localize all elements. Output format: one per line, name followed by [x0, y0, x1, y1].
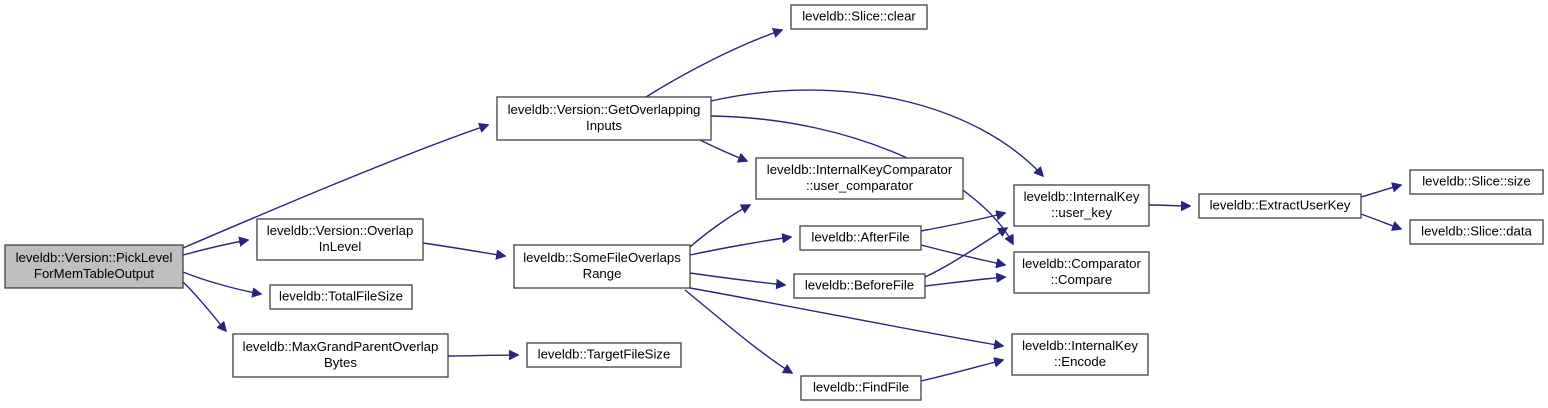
edge-beforeFile-to-internalKeyUserKey — [924, 228, 1007, 278]
node-label-userComparator: leveldb::InternalKeyComparator — [767, 162, 953, 177]
node-label-beforeFile: leveldb::BeforeFile — [805, 277, 914, 292]
edge-beforeFile-to-comparatorCompare — [924, 277, 1005, 287]
edge-overlapInLevel-to-someFileOverlapsRange — [422, 242, 505, 256]
node-box-extractUserKey[interactable] — [1198, 193, 1362, 219]
node-label-internalKeyUserKey: leveldb::InternalKey — [1024, 189, 1140, 204]
edge-getOverlappingInputs-to-internalKeyUserKey — [710, 89, 1043, 176]
node-box-beforeFile[interactable] — [793, 273, 926, 299]
node-box-maxGrandParentOverlapBytes[interactable] — [232, 333, 449, 378]
node-label-afterFile: leveldb::AfterFile — [811, 229, 909, 244]
node-label-sliceSize: leveldb::Slice::size — [1422, 173, 1530, 188]
edge-pickLevel-to-maxGrandParentOverlapBytes — [182, 281, 226, 331]
node-label-targetFileSize: leveldb::TargetFileSize — [538, 346, 671, 361]
node-box-totalFileSize[interactable] — [269, 284, 413, 310]
edge-findFile-to-internalKeyEncode — [920, 360, 1003, 382]
node-sliceClear[interactable]: leveldb::Slice::clear — [790, 4, 928, 30]
node-label-getOverlappingInputs: leveldb::Version::GetOverlapping — [508, 102, 701, 117]
node-label-someFileOverlapsRange: leveldb::SomeFileOverlaps — [523, 250, 681, 265]
edge-afterFile-to-comparatorCompare — [920, 244, 1005, 265]
node-label-internalKeyUserKey: ::user_key — [1051, 205, 1112, 220]
node-sliceData[interactable]: leveldb::Slice::data — [1409, 219, 1544, 245]
edge-getOverlappingInputs-to-sliceClear — [645, 30, 782, 98]
node-label-findFile: leveldb::FindFile — [813, 379, 909, 394]
edge-maxGrandParentOverlapBytes-to-targetFileSize — [447, 355, 518, 356]
node-pickLevel[interactable]: leveldb::Version::PickLevelForMemTableOu… — [4, 244, 184, 289]
node-afterFile[interactable]: leveldb::AfterFile — [799, 225, 922, 251]
node-box-pickLevel[interactable] — [4, 244, 184, 289]
node-targetFileSize[interactable]: leveldb::TargetFileSize — [526, 342, 682, 368]
node-label-getOverlappingInputs: Inputs — [586, 118, 622, 133]
node-label-pickLevel: leveldb::Version::PickLevel — [16, 250, 173, 265]
node-internalKeyEncode[interactable]: leveldb::InternalKey::Encode — [1011, 333, 1149, 376]
edge-pickLevel-to-totalFileSize — [182, 271, 261, 294]
edge-someFileOverlapsRange-to-findFile — [684, 289, 792, 373]
edge-pickLevel-to-overlapInLevel — [182, 240, 248, 256]
edge-extractUserKey-to-sliceSize — [1360, 185, 1401, 198]
node-box-getOverlappingInputs[interactable] — [496, 96, 712, 141]
node-box-someFileOverlapsRange[interactable] — [513, 244, 691, 289]
node-box-sliceSize[interactable] — [1409, 169, 1544, 195]
node-layer: leveldb::Version::PickLevelForMemTableOu… — [4, 4, 1544, 401]
node-box-sliceData[interactable] — [1409, 219, 1544, 245]
node-box-overlapInLevel[interactable] — [256, 218, 424, 261]
node-label-overlapInLevel: InLevel — [319, 239, 362, 254]
node-box-internalKeyEncode[interactable] — [1011, 333, 1149, 376]
edge-someFileOverlapsRange-to-afterFile — [689, 237, 791, 256]
edge-extractUserKey-to-sliceData — [1360, 213, 1401, 229]
node-box-afterFile[interactable] — [799, 225, 922, 251]
edge-pickLevel-to-getOverlappingInputs — [182, 125, 488, 249]
node-totalFileSize[interactable]: leveldb::TotalFileSize — [269, 284, 413, 310]
node-findFile[interactable]: leveldb::FindFile — [800, 375, 922, 401]
edge-layer — [182, 30, 1401, 382]
node-comparatorCompare[interactable]: leveldb::Comparator::Compare — [1013, 251, 1150, 294]
node-label-totalFileSize: leveldb::TotalFileSize — [279, 288, 403, 303]
node-label-extractUserKey: leveldb::ExtractUserKey — [1210, 197, 1351, 212]
edge-afterFile-to-internalKeyUserKey — [920, 213, 1005, 232]
node-label-sliceData: leveldb::Slice::data — [1421, 223, 1532, 238]
node-label-userComparator: ::user_comparator — [806, 178, 914, 193]
node-label-overlapInLevel: leveldb::Version::Overlap — [267, 223, 414, 238]
edge-internalKeyUserKey-to-extractUserKey — [1148, 205, 1190, 206]
node-label-maxGrandParentOverlapBytes: Bytes — [324, 355, 357, 370]
node-box-internalKeyUserKey[interactable] — [1013, 184, 1150, 227]
node-beforeFile[interactable]: leveldb::BeforeFile — [793, 273, 926, 299]
node-box-userComparator[interactable] — [755, 157, 964, 200]
node-sliceSize[interactable]: leveldb::Slice::size — [1409, 169, 1544, 195]
edge-someFileOverlapsRange-to-internalKeyEncode — [689, 287, 1003, 346]
node-label-pickLevel: ForMemTableOutput — [34, 266, 155, 281]
edge-someFileOverlapsRange-to-userComparator — [689, 205, 750, 248]
edge-getOverlappingInputs-to-userComparator — [699, 139, 747, 161]
node-box-comparatorCompare[interactable] — [1013, 251, 1150, 294]
node-label-comparatorCompare: ::Compare — [1051, 272, 1113, 287]
node-internalKeyUserKey[interactable]: leveldb::InternalKey::user_key — [1013, 184, 1150, 227]
node-box-findFile[interactable] — [800, 375, 922, 401]
node-label-internalKeyEncode: leveldb::InternalKey — [1022, 338, 1138, 353]
node-label-comparatorCompare: leveldb::Comparator — [1022, 256, 1141, 271]
node-label-maxGrandParentOverlapBytes: leveldb::MaxGrandParentOverlap — [243, 339, 439, 354]
node-label-internalKeyEncode: ::Encode — [1054, 354, 1106, 369]
node-box-targetFileSize[interactable] — [526, 342, 682, 368]
node-box-sliceClear[interactable] — [790, 4, 928, 30]
node-extractUserKey[interactable]: leveldb::ExtractUserKey — [1198, 193, 1362, 219]
node-label-someFileOverlapsRange: Range — [583, 266, 622, 281]
node-label-sliceClear: leveldb::Slice::clear — [802, 8, 916, 23]
node-userComparator[interactable]: leveldb::InternalKeyComparator::user_com… — [755, 157, 964, 200]
edge-someFileOverlapsRange-to-beforeFile — [689, 272, 785, 285]
